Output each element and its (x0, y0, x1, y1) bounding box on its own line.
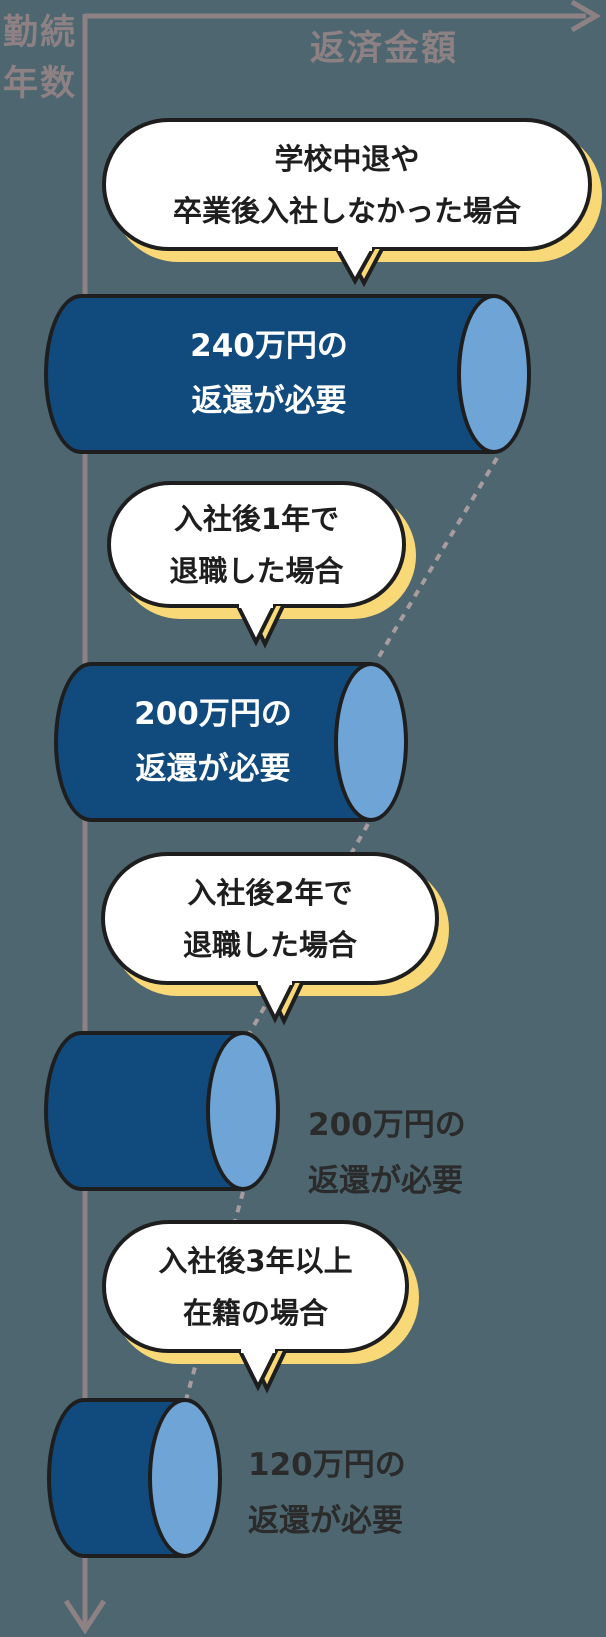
speech-bubble-1: 学校中退や 卒業後入社しなかった場合 (102, 118, 592, 251)
y-axis-label-line2: 年数 (3, 64, 78, 104)
x-axis-label: 返済金額 (309, 29, 458, 69)
cylinder-3-amount-label: 200万円の 返還が必要 (308, 1097, 466, 1209)
cylinder-2-amount-label: 200万円の 返還が必要 (68, 687, 358, 797)
cylinder-3-amount-line1: 200万円の (308, 1107, 466, 1143)
cylinder-1-amount-label: 240万円の 返還が必要 (81, 319, 457, 429)
y-axis-arrow-icon (63, 1599, 107, 1635)
cylinder-2-body (91, 662, 371, 822)
speech-bubble-1-line1: 学校中退や (274, 141, 420, 176)
speech-bubble-1-line2: 卒業後入社しなかった場合 (172, 193, 521, 228)
speech-bubble-3: 入社後2年で 退職した場合 (101, 852, 439, 985)
x-axis-arrow-icon (570, 0, 601, 33)
speech-bubble-2: 入社後1年で 退職した場合 (107, 481, 406, 608)
cylinder-1-amount-line2: 返還が必要 (191, 383, 347, 419)
speech-bubble-3-line2: 退職した場合 (182, 927, 357, 962)
speech-bubble-4-line1: 入社後3年以上 (158, 1243, 353, 1278)
speech-bubble-2-line1: 入社後1年で (173, 501, 340, 536)
cylinder-4-amount-label: 120万円の 返還が必要 (248, 1437, 406, 1549)
cylinder-2-amount-line1: 200万円の (134, 696, 292, 732)
cylinder-1-amount-line1: 240万円の (190, 328, 348, 364)
speech-bubble-1-tail-icon (334, 247, 384, 288)
speech-bubble-4-tail-icon (237, 1349, 287, 1394)
speech-bubble-2-tail-icon (235, 604, 285, 649)
speech-bubble-3-tail-icon (254, 981, 304, 1026)
cylinder-4-front-cap (148, 1398, 222, 1558)
cylinder-2-front-cap (334, 662, 408, 822)
dashed-guide-segment-1 (372, 456, 499, 667)
y-axis-label: 勤続 年数 (3, 8, 77, 110)
speech-bubble-3-line1: 入社後2年で (187, 875, 353, 910)
cylinder-2-amount-line2: 返還が必要 (135, 751, 291, 787)
cylinder-1-body (81, 294, 494, 454)
cylinder-3-front-cap (206, 1031, 280, 1191)
cylinder-1-front-cap (457, 294, 531, 454)
speech-bubble-4: 入社後3年以上 在籍の場合 (102, 1220, 409, 1353)
cylinder-3-amount-line2: 返還が必要 (308, 1163, 463, 1199)
cylinder-4-amount-line2: 返還が必要 (248, 1503, 403, 1539)
speech-bubble-2-line2: 退職した場合 (169, 553, 344, 588)
speech-bubble-4-line2: 在籍の場合 (182, 1295, 328, 1330)
cylinder-4-amount-line1: 120万円の (248, 1447, 406, 1483)
y-axis-label-line1: 勤続 (3, 13, 78, 53)
